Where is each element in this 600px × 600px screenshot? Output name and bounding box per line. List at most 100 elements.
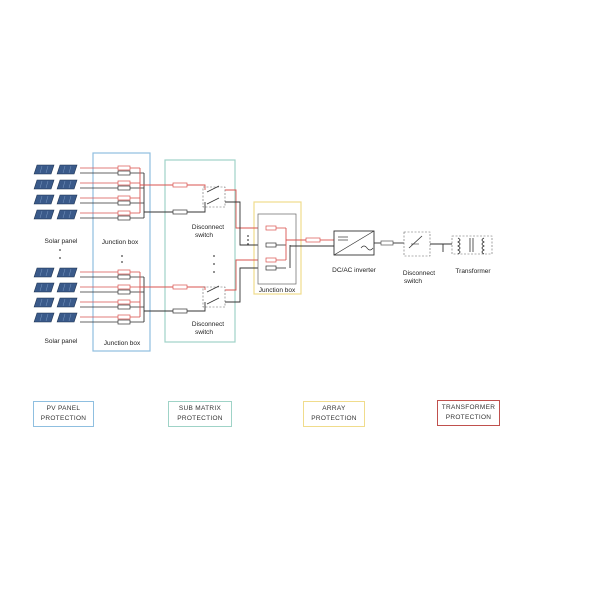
solar-panel-icon xyxy=(33,164,55,175)
solar-panel-grid xyxy=(39,298,43,307)
solar-panel-grid xyxy=(62,313,66,322)
legend-sub-matrix-protection: SUB MATRIX PROTECTION xyxy=(168,401,232,427)
switch-blade xyxy=(206,185,220,193)
solar-panel-grid xyxy=(45,180,49,189)
solar-panel-icon xyxy=(33,194,55,205)
solar-panel-icon xyxy=(56,267,78,278)
solar-panel-grid xyxy=(45,313,49,322)
solar-panel-grid xyxy=(39,195,43,204)
submatrix-fuse-icon xyxy=(172,209,188,215)
solar-panel-grid xyxy=(68,165,72,174)
solar-panel-grid xyxy=(68,195,72,204)
solar-panel-icon xyxy=(33,282,55,293)
switch-icon xyxy=(202,186,226,208)
string-fuse-icon xyxy=(117,304,131,310)
legend-transformer-line2: PROTECTION xyxy=(445,414,492,421)
disconnect-switch-label-bottom-1: Disconnect xyxy=(192,321,224,328)
solar-panel-grid xyxy=(39,180,43,189)
solar-panel-grid xyxy=(39,165,43,174)
solar-panel-grid xyxy=(45,210,49,219)
continuation-dot xyxy=(121,255,123,257)
continuation-dot xyxy=(247,235,249,237)
solar-panel-grid xyxy=(39,210,43,219)
submatrix-fuse-icon xyxy=(172,284,188,290)
legend-sub-matrix-line1: SUB MATRIX xyxy=(178,405,222,412)
inverter-diagonal xyxy=(333,230,375,256)
solar-panel-grid xyxy=(68,210,72,219)
solar-panel-icon xyxy=(33,209,55,220)
ac-wave-icon xyxy=(360,245,374,251)
positive-feeder xyxy=(187,286,206,290)
solar-panel-grid xyxy=(62,210,66,219)
disconnect-switch-label-bottom-2: switch xyxy=(195,329,213,336)
positive-feeder xyxy=(187,184,206,190)
string-fuse-icon xyxy=(117,180,131,186)
solar-panel-icon xyxy=(56,164,78,175)
legend-pv-panel-line1: PV PANEL xyxy=(46,405,81,412)
solar-panel-grid xyxy=(62,165,66,174)
positive-feeder xyxy=(225,259,262,291)
string-fuse-icon xyxy=(117,319,131,325)
array-protection-zone xyxy=(253,201,302,295)
string-fuse-icon xyxy=(117,200,131,206)
solar-panel-icon xyxy=(56,297,78,308)
solar-panel-grid xyxy=(68,180,72,189)
transformer-icon xyxy=(451,235,493,255)
ac-fuse-icon xyxy=(380,240,394,246)
legend-array-line1: ARRAY xyxy=(322,405,346,412)
solar-panel-icon xyxy=(56,194,78,205)
solar-panel-grid xyxy=(68,313,72,322)
legend-pv-panel-line2: PROTECTION xyxy=(40,415,87,422)
string-fuse-icon xyxy=(117,210,131,216)
switch-icon xyxy=(202,286,226,308)
switch-blade xyxy=(408,235,423,249)
continuation-dot xyxy=(247,239,249,241)
solar-panel-grid xyxy=(45,268,49,277)
transformer-coil-secondary xyxy=(481,237,485,255)
continuation-dot xyxy=(213,255,215,257)
string-fuse-icon xyxy=(117,284,131,290)
array-fuse-icon xyxy=(265,257,277,263)
solar-panel-icon xyxy=(56,312,78,323)
array-fuse-icon xyxy=(265,225,277,231)
string-fuse-icon xyxy=(117,165,131,171)
inverter-label: DC/AC inverter xyxy=(332,267,377,274)
solar-panel-grid xyxy=(68,268,72,277)
submatrix-fuse-icon xyxy=(172,182,188,188)
pv-panel-protection-zone xyxy=(92,152,151,352)
solar-panel-icon xyxy=(33,179,55,190)
solar-panel-grid xyxy=(68,298,72,307)
negative-feeder xyxy=(187,202,206,213)
solar-panel-grid xyxy=(68,283,72,292)
solar-panel-icon xyxy=(33,297,55,308)
solar-panel-icon xyxy=(33,312,55,323)
continuation-dot xyxy=(213,271,215,273)
solar-panel-label-top: Solar panel xyxy=(45,238,78,245)
string-fuse-icon xyxy=(117,269,131,275)
string-fuse-icon xyxy=(117,299,131,305)
transformer-label: Transformer xyxy=(455,268,491,275)
junction-box-label-bottom: Junction box xyxy=(104,340,141,347)
solar-panel-grid xyxy=(45,283,49,292)
solar-panel-grid xyxy=(62,268,66,277)
continuation-dot xyxy=(213,263,215,265)
negative-feeder xyxy=(225,201,262,246)
string-fuse-icon xyxy=(117,274,131,280)
junction-box-label-top: Junction box xyxy=(102,239,139,246)
solar-panel-grid xyxy=(62,195,66,204)
continuation-dot xyxy=(59,249,61,251)
switch-blade xyxy=(206,285,220,293)
sub-matrix-protection-zone xyxy=(164,159,236,343)
solar-panel-icon xyxy=(56,282,78,293)
disconnect-switch-label-top-2: switch xyxy=(195,232,213,239)
solar-panel-grid xyxy=(62,298,66,307)
legend-pv-panel-protection: PV PANEL PROTECTION xyxy=(33,401,94,427)
solar-panel-grid xyxy=(39,268,43,277)
solar-panel-icon xyxy=(33,267,55,278)
solar-panel-grid xyxy=(39,283,43,292)
negative-feeder xyxy=(225,267,262,303)
legend-transformer-protection: TRANSFORMER PROTECTION xyxy=(437,400,500,426)
transformer-coil-primary xyxy=(457,237,461,255)
solar-panel-label-bottom: Solar panel xyxy=(45,338,78,345)
